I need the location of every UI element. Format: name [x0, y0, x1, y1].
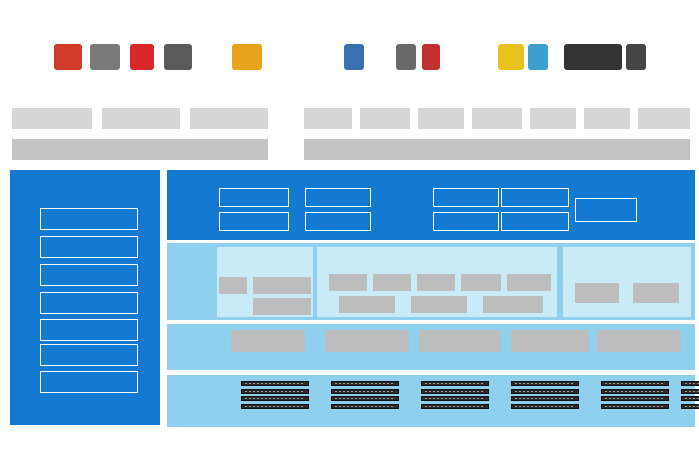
protocol-cifs — [472, 108, 522, 129]
analytics-icon — [528, 44, 548, 70]
dss-oms-layer — [167, 170, 695, 240]
file-item-qos — [461, 274, 501, 291]
toolkit-item — [40, 208, 138, 230]
block-item-linked-clone — [253, 298, 311, 315]
block-storage-panel — [217, 247, 313, 317]
object-item-dedup — [633, 283, 679, 303]
kvm-logo — [164, 44, 192, 70]
hardware-layer — [167, 375, 699, 427]
toolkit-item — [40, 371, 138, 393]
resource-item-rsm-replica — [231, 330, 305, 352]
android-icon — [626, 44, 646, 70]
box-alarm — [433, 188, 499, 207]
file-item-antivirus — [411, 296, 467, 313]
media-icon — [396, 44, 416, 70]
service-iaas — [12, 108, 92, 129]
protocol-iscsi — [360, 108, 410, 129]
multi-protocol-bar — [304, 139, 690, 160]
box-service-provisioning — [305, 212, 371, 231]
service-draas — [190, 108, 268, 129]
toolkit-item — [40, 236, 138, 258]
toolkit-item — [40, 292, 138, 314]
resource-item-load-balancing — [419, 330, 501, 352]
box-topology — [433, 212, 499, 231]
fusionsphere-logo — [54, 44, 82, 70]
office-logo — [130, 44, 154, 70]
resource-pool-layer — [167, 324, 695, 370]
service-bkaas — [102, 108, 180, 129]
app-store-icon — [564, 44, 622, 70]
toolkit-item — [40, 319, 138, 341]
object-item-quota — [575, 283, 619, 303]
resource-item-online-ec — [325, 330, 409, 352]
protocol-s3 — [584, 108, 630, 129]
toolkit-item — [40, 264, 138, 286]
block-item-thin-provisioning — [253, 277, 311, 294]
box-report — [501, 212, 569, 231]
s3-logo — [232, 44, 262, 70]
toolkit-panel — [10, 170, 160, 425]
object-storage-panel — [563, 247, 691, 317]
file-item-tiering — [417, 274, 455, 291]
server-rack-icon — [421, 381, 489, 409]
file-item-remote-replication — [483, 296, 543, 313]
block-item-snapshot — [219, 277, 247, 294]
file-item-snapshot — [329, 274, 367, 291]
server-rack-icon — [681, 381, 699, 409]
box-resource-management-2 — [501, 188, 569, 207]
file-storage-panel — [317, 247, 557, 317]
protocol-nfs — [418, 108, 464, 129]
cloud-platform-bar — [12, 139, 268, 160]
file-item-quota — [373, 274, 411, 291]
hadoop-icon — [498, 44, 524, 70]
protocol-hdfs — [638, 108, 690, 129]
resource-item-data-layout — [511, 330, 589, 352]
server-rack-icon — [511, 381, 579, 409]
network-disk-icon — [344, 44, 364, 70]
resource-item-data-recovery — [597, 330, 681, 352]
toolkit-item — [40, 344, 138, 366]
server-rack-icon — [331, 381, 399, 409]
box-resource-management — [305, 188, 371, 207]
data-service-layer — [167, 243, 695, 320]
server-rack-icon — [241, 381, 309, 409]
file-item-transfer-acceleration — [339, 296, 395, 313]
box-tenant-management — [219, 188, 289, 207]
protocol-scsi — [304, 108, 352, 129]
protocol-swift — [530, 108, 576, 129]
vmware-logo — [90, 44, 120, 70]
pdf-icon — [422, 44, 440, 70]
file-item-worm — [507, 274, 551, 291]
server-rack-icon — [601, 381, 669, 409]
box-sla-management — [219, 212, 289, 231]
box-northbound — [575, 198, 637, 222]
